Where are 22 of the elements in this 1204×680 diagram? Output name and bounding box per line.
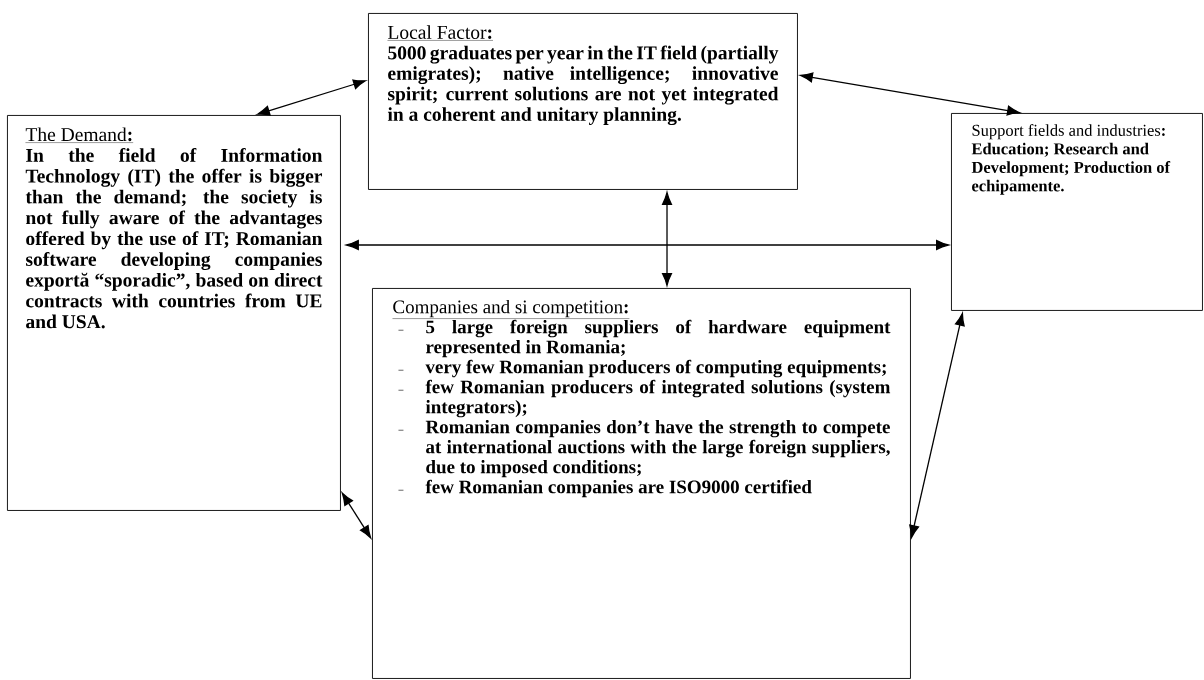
box-text: Education; Research and Development; Production of echipamente.	[971, 142, 1171, 195]
arrow	[346, 239, 949, 251]
arrow	[909, 312, 965, 538]
box-text: 5000 graduates per year in the IT field (partially emigrates); native intelligence; innovative spirit; current solutions are not yet integrated in a coherent and unitary planning.	[387, 45, 779, 126]
box-heading: Local Factor:	[387, 25, 494, 41]
arrow	[256, 79, 367, 116]
arrow	[341, 492, 372, 539]
text-box	[372, 288, 911, 679]
box-heading: Companies and si competition:	[392, 299, 630, 319]
list-item: few Romanian companies are ISO9000 certified	[425, 479, 812, 498]
list-item: Romanian companies don’t have the strength to compete at international auctions with the large foreign suppliers, due to imposed conditions;	[425, 419, 890, 478]
box-heading: The Demand:	[25, 127, 134, 143]
list-item: 5 large foreign suppliers of hardware equipment represented in Romania;	[425, 319, 891, 358]
list-item: very few Romanian producers of computing equipments;	[425, 359, 886, 378]
text-box	[368, 13, 798, 190]
arrow	[662, 192, 673, 286]
box-text: In the field of Information Technology (IT) the offer is bigger than the demand; the society is not fully aware of the advantages offered by the use of IT; Romanian software developing companies exportă “sporadic”, based on direct contracts with countries from UE and USA.	[25, 148, 323, 329]
list-item: few Romanian producers of integrated solutions (system integrators);	[425, 379, 891, 418]
text-box	[7, 115, 341, 511]
text-box	[951, 113, 1203, 311]
arrow	[799, 72, 1020, 116]
box-heading: Support fields and industries:	[972, 124, 1165, 140]
